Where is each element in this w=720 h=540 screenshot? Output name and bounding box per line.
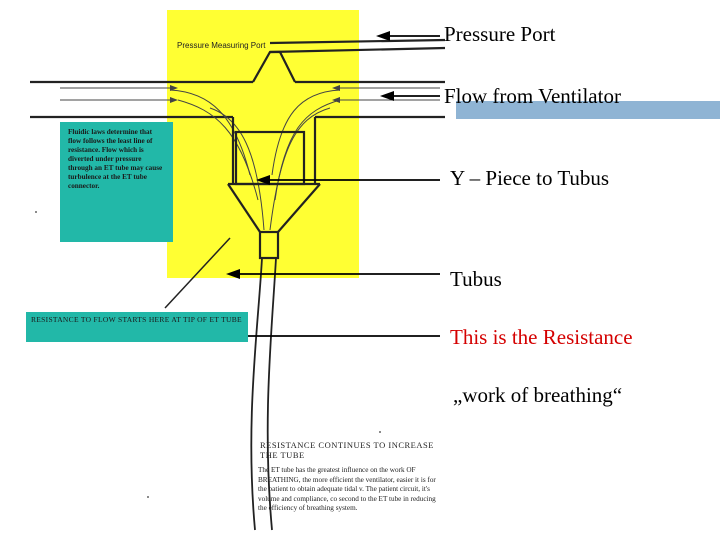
pressure-port-pipe: [269, 38, 446, 54]
flow-arrowheads: [170, 85, 340, 103]
label-tubus: Tubus: [450, 267, 502, 291]
fluidic-laws-text: Fluidic laws determine that flow follows…: [68, 128, 163, 190]
label-pressure-port: Pressure Port: [444, 22, 556, 46]
callout-arrows: [232, 35, 440, 337]
label-y-piece: Y – Piece to Tubus: [450, 166, 610, 190]
resistance-continues-heading: RESISTANCE CONTINUES TO INCREASE THE TUB…: [260, 440, 434, 460]
resistance-banner: RESISTANCE TO FLOW STARTS HERE AT TIP OF…: [26, 312, 248, 342]
ventilator-flow-tube: [30, 50, 445, 119]
label-flow-from-ventilator: Flow from Ventilator: [444, 84, 621, 108]
pressure-measuring-port-caption: Pressure Measuring Port: [177, 41, 266, 50]
blue-accent-bar: [456, 101, 720, 119]
fluidic-laws-note: Fluidic laws determine that flow follows…: [60, 122, 173, 242]
resistance-pointer-line: [164, 237, 231, 309]
label-work-of-breathing: „work of breathing“: [453, 383, 623, 407]
yellow-panel: [167, 10, 359, 278]
resistance-continues-body: The ET tube has the greatest influence o…: [258, 466, 436, 513]
scan-specks: [35, 211, 381, 498]
label-resistance: This is the Resistance: [450, 325, 633, 349]
resistance-banner-text: RESISTANCE TO FLOW STARTS HERE AT TIP OF…: [31, 315, 242, 324]
flow-lines: [60, 87, 440, 231]
et-tube: [250, 257, 277, 531]
